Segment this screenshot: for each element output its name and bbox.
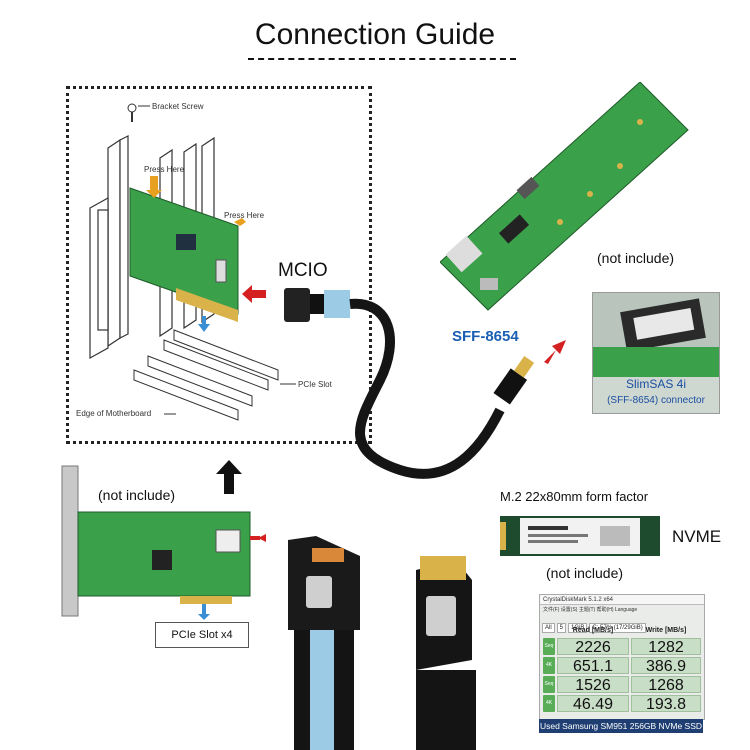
not-include-label-adapter: (not include): [597, 250, 675, 266]
benchmark-window: CrystalDiskMark 5.1.2 x64 文件(F) 设置(S) 主题…: [539, 594, 705, 720]
4k-read: 46.49: [557, 695, 629, 713]
nvme-ssd-image: [500, 516, 660, 556]
connector-closeups: [288, 536, 476, 750]
size-select[interactable]: 1GiB: [568, 623, 588, 633]
seq-q32t1-button[interactable]: Seq Q32T1: [543, 638, 558, 666]
seq-write: 1268: [631, 676, 701, 694]
m2-form-factor-label: M.2 22x80mm form factor: [500, 489, 649, 504]
nvme-label: NVME: [672, 527, 722, 546]
page-title: Connection Guide: [254, 18, 496, 51]
mcio-connector-closeup: [288, 536, 360, 750]
pcie-slot-x4-label: PCIe Slot x4: [155, 622, 249, 648]
slimsas-label: SlimSAS 4i: [625, 377, 687, 391]
m2-adapter-board: [440, 82, 689, 311]
4k-q32t1-write: 386.9: [631, 657, 701, 675]
write-header: Write [MB/s]: [645, 627, 687, 634]
press-here-label-2: Press Here: [224, 211, 265, 220]
seq-q32t1-read: 2226: [557, 638, 629, 656]
4k-q32t1-read: 651.1: [557, 657, 629, 675]
seq-read: 1526: [557, 676, 629, 694]
seq-q32t1-write: 1282: [631, 638, 701, 656]
title-underline: [248, 58, 516, 60]
not-include-label-ssd: (not include): [546, 565, 624, 581]
slimsas-connector-inset: SlimSAS 4i (SFF-8654) connector: [592, 292, 720, 414]
press-here-label-1: Press Here: [144, 165, 185, 174]
up-arrow-icon: [216, 460, 242, 494]
sff-connector-closeup: [416, 556, 476, 750]
drive-select[interactable]: C: 57% (17/29GiB): [589, 623, 646, 633]
read-header: Read [MB/s]: [572, 627, 614, 634]
pcie-host-card: [61, 465, 266, 620]
all-button[interactable]: All: [542, 623, 555, 633]
red-arrow-icon: [544, 340, 566, 364]
installation-diagram-frame: [66, 86, 372, 444]
not-include-label-card: (not include): [98, 487, 176, 503]
4k-q32t1-button[interactable]: 4K Q32T1: [543, 657, 558, 685]
mcio-to-sff-cable: [284, 288, 535, 479]
slimsas-connector-label: (SFF-8654) connector: [607, 395, 705, 406]
benchmark-title-bar: CrystalDiskMark 5.1.2 x64: [540, 595, 704, 605]
benchmark-caption: Used Samsung SM951 256GB NVMe SSD: [539, 719, 703, 733]
seq-button[interactable]: Seq: [543, 676, 555, 693]
edge-of-motherboard-label: Edge of Motherboard: [76, 409, 151, 418]
bracket-screw-label: Bracket Screw: [152, 102, 204, 111]
4k-button[interactable]: 4K: [543, 695, 555, 712]
pcie-slot-label: PCIe Slot: [298, 380, 333, 389]
4k-write: 193.8: [631, 695, 701, 713]
pcie-card-diagram: [129, 187, 239, 322]
sff-8654-label: SFF-8654: [452, 328, 519, 345]
bracket-screw-icon: [127, 103, 137, 122]
mcio-label: MCIO: [278, 260, 328, 281]
benchmark-menu: 文件(F) 设置(S) 主题(T) 帮助(H) Language: [543, 607, 638, 613]
runs-select[interactable]: 5: [556, 623, 567, 633]
installation-diagram: Bracket Screw Press Here Press Here PCIe…: [76, 102, 333, 421]
